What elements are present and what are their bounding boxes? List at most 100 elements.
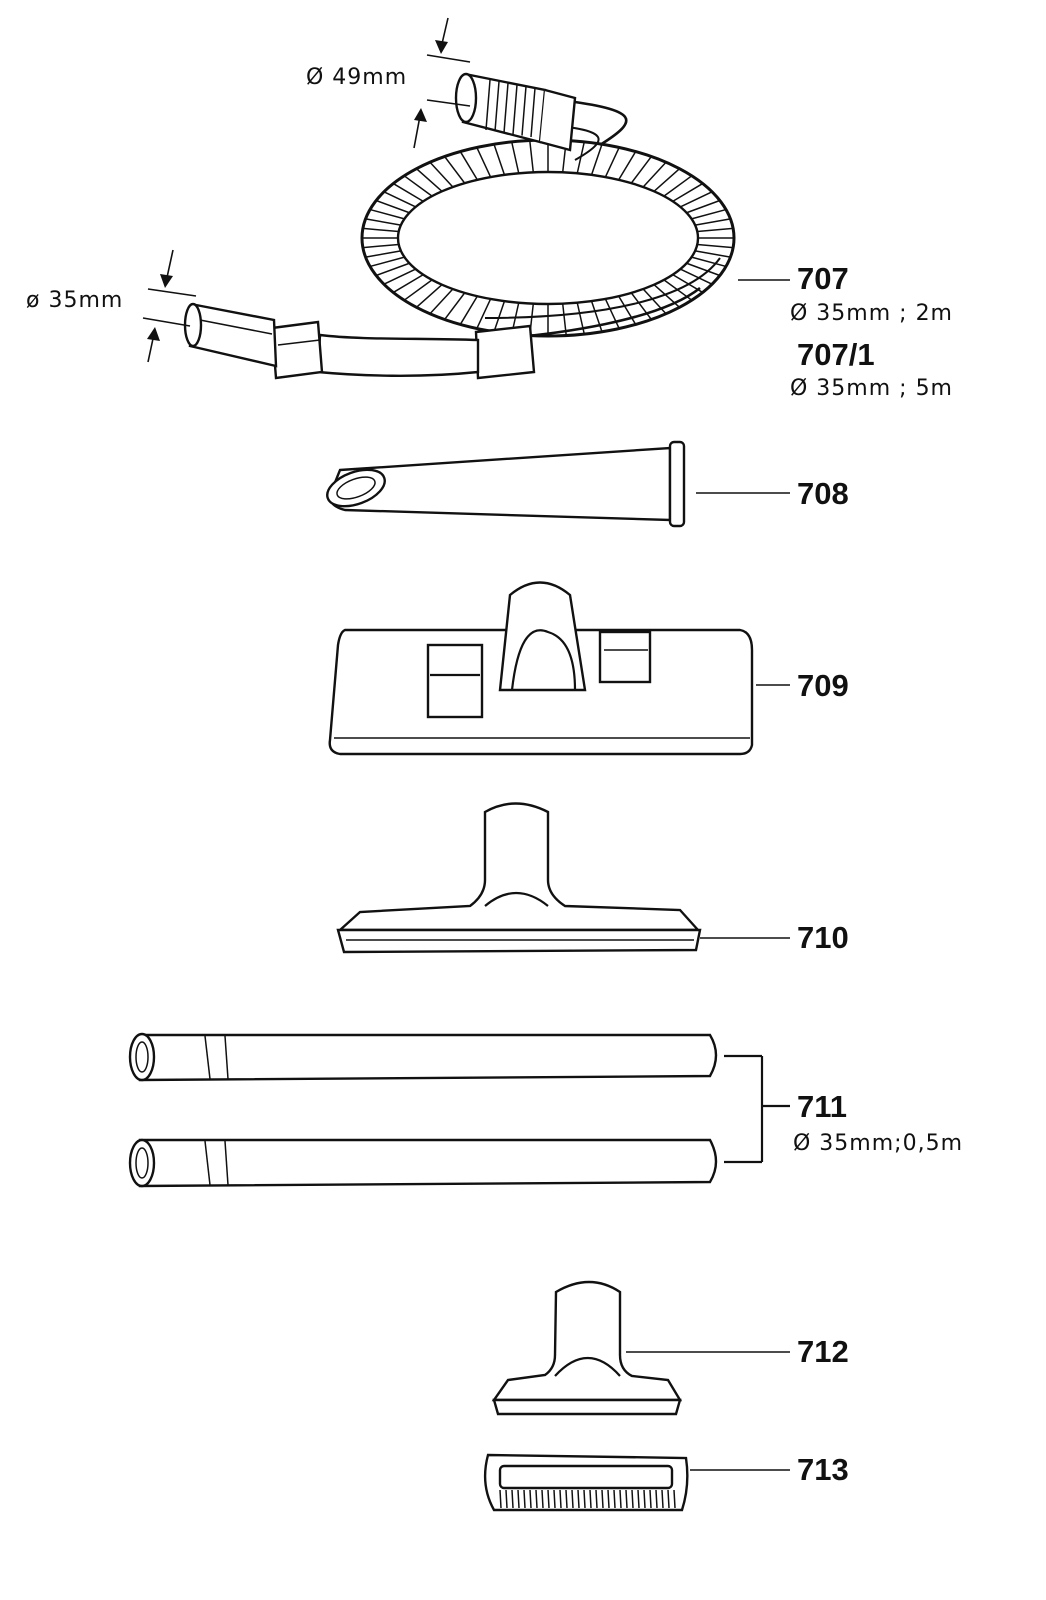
hose-rib (694, 218, 731, 226)
part-number-708: 708 (797, 476, 849, 511)
hose-rib (663, 175, 693, 197)
hose-707-drawing (183, 72, 736, 380)
hose-rib (369, 256, 405, 268)
brush-bristle (535, 1489, 538, 1509)
brush-insert-713-drawing (483, 1453, 689, 1512)
hose-rib (375, 199, 410, 214)
brush-bristle (529, 1489, 532, 1509)
hose-rib (642, 288, 667, 315)
cuff-rib (530, 87, 536, 138)
brush-bristle (625, 1489, 628, 1509)
hose-rib (686, 199, 721, 214)
part-number-707: 707 (797, 261, 849, 296)
part-number-710: 710 (797, 920, 849, 955)
part-number-713: 713 (797, 1452, 849, 1487)
part-number-709: 709 (797, 668, 849, 703)
floor-nozzle-709-drawing (328, 581, 754, 756)
brush-bristle (523, 1489, 526, 1509)
hose-rib (429, 161, 454, 188)
brush-bristle (637, 1489, 640, 1509)
hose-rib (694, 250, 731, 258)
hose-rib (392, 274, 424, 294)
brush-bristle (517, 1489, 520, 1509)
wide-nozzle-710-drawing (336, 802, 702, 954)
hose-rib (362, 227, 399, 233)
extension-tube-711-lower-drawing (128, 1138, 718, 1188)
brush-bristle (661, 1489, 664, 1509)
hose-rib (642, 161, 667, 188)
brush-bristle (673, 1489, 676, 1509)
hose-rib (672, 182, 704, 202)
part-spec-711: Ø 35mm;0,5m (793, 1131, 963, 1156)
hose-rib (630, 292, 652, 320)
hose-rib (383, 191, 417, 208)
brush-bristle (655, 1489, 658, 1509)
cuff-rib (494, 81, 500, 132)
brush-bristle (499, 1489, 502, 1509)
cuff-rib (512, 84, 518, 135)
hose-rib (375, 262, 410, 277)
hose-rib (383, 268, 417, 285)
brush-bristle (505, 1489, 508, 1509)
hose-rib (653, 168, 681, 192)
brush-bristle (667, 1489, 670, 1509)
brush-bristle (619, 1489, 622, 1509)
crevice-tool-708-drawing (326, 440, 686, 528)
hose-rib (392, 182, 424, 202)
hose-rib (365, 218, 402, 226)
hose-rib (369, 208, 405, 220)
brush-bristle (577, 1489, 580, 1509)
hose-rib (493, 143, 506, 176)
brush-bristle (583, 1489, 586, 1509)
bracket-711 (724, 1054, 790, 1164)
brush-bristle (565, 1489, 568, 1509)
hose-rib (590, 300, 603, 333)
brush-bristle (595, 1489, 598, 1509)
hose-rib (691, 208, 727, 220)
extension-tube-711-upper-drawing (128, 1032, 718, 1082)
part-number-711: 711 (797, 1089, 847, 1124)
hose-rib (618, 151, 637, 181)
cuff-rib (503, 83, 509, 133)
hose-rib (686, 262, 721, 277)
hose-rib (493, 300, 506, 333)
hose-rib (679, 268, 713, 285)
hose-rib (529, 140, 535, 173)
brush-bristle (589, 1489, 592, 1509)
hose-rib (618, 295, 637, 325)
hose-rib (415, 168, 443, 192)
hose-rib (604, 298, 620, 329)
brush-bristle (607, 1489, 610, 1509)
cuff-rib (485, 79, 491, 131)
brush-bristle (613, 1489, 616, 1509)
part-number-712: 712 (797, 1334, 849, 1369)
hose-rib (679, 191, 713, 208)
brush-bristle (649, 1489, 652, 1509)
part-number-707-1: 707/1 (797, 337, 875, 372)
cuff-rib (521, 86, 527, 136)
part-spec-707: Ø 35mm ; 2m (790, 301, 953, 326)
brush-bristle (541, 1489, 544, 1509)
hose-rib (444, 292, 466, 320)
hose-rib (403, 279, 433, 301)
hose-rib (691, 256, 727, 268)
hose-rib (630, 156, 652, 184)
hose-rib (476, 147, 492, 178)
brush-bristle (511, 1489, 514, 1509)
hose-rib (697, 243, 734, 249)
hose-rib (476, 298, 492, 329)
hose-rib (697, 227, 734, 233)
hose-rib (429, 288, 454, 315)
hose-rib (362, 243, 399, 249)
hose-cuff-49-drawing (454, 72, 577, 152)
hose-rib (510, 141, 520, 174)
brush-bristle (571, 1489, 574, 1509)
hose-rib (365, 250, 402, 258)
brush-bristle (601, 1489, 604, 1509)
hose-rib (459, 151, 478, 181)
brush-bristle (643, 1489, 646, 1509)
hose-rib (604, 147, 620, 178)
hose-rib (590, 143, 603, 176)
hose-rib (459, 295, 478, 325)
